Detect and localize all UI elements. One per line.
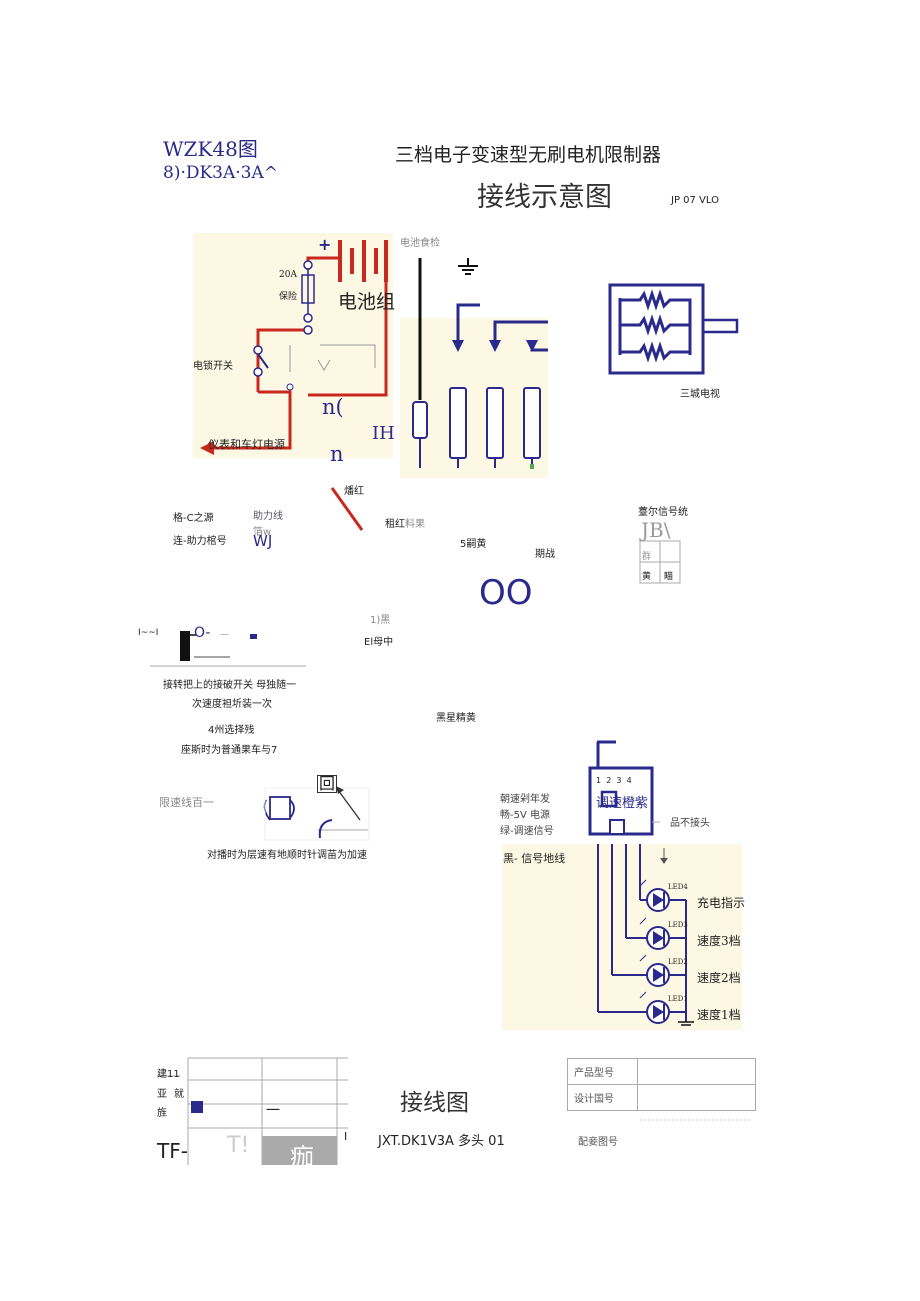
label-source: 格-C之源 (173, 513, 214, 524)
side-label-2: El母中 (364, 637, 394, 648)
product-info-table: 产品型号 设计国号 (567, 1058, 756, 1111)
title-block-left (157, 1057, 348, 1165)
partial-label-3: IH (372, 423, 395, 444)
note-limit: 限速线百一 (159, 796, 214, 809)
speed-text-3: 绿-调速信号 (500, 826, 554, 837)
pin-green (530, 464, 534, 469)
title-block-tf: TF- (157, 1139, 188, 1163)
note-3: 4州选择残 (208, 725, 255, 736)
label-foil: 箔w (253, 527, 272, 538)
hall-signal-box (639, 540, 681, 584)
title-block-row-2b: 就 (174, 1089, 184, 1100)
note-adjust: 对播时为层速有地顺时针调苗为加速 (207, 850, 367, 861)
partial-label-2: n (330, 442, 344, 466)
led2-label: 速度2档 (697, 971, 741, 985)
design-no-label: 设计国号 (567, 1084, 638, 1111)
led1-id: LED1 (668, 995, 688, 1003)
hall-cell-3: 瞄 (664, 572, 674, 582)
note-black-yellow: 黑星精黄 (436, 713, 476, 724)
battery-symbol (338, 240, 388, 282)
knob-symbol (263, 796, 295, 821)
led4-id: LED4 (668, 883, 688, 891)
hall-box-text: JB\ (641, 518, 671, 542)
product-no-label: 产品型号 (567, 1058, 638, 1085)
lock-switch (253, 345, 269, 377)
speed-text-4: 黑- 信号地线 (503, 852, 566, 865)
power-arrow (200, 441, 214, 455)
handle-dash-label: 一 (220, 631, 230, 641)
handle-o-label: O- (194, 625, 211, 641)
speed-text-1: 朝速剁年发 (500, 794, 550, 805)
fuse-label: 保险 (279, 292, 298, 302)
label-assist-signal: 连-助力棺号 (173, 536, 227, 547)
note-1: 接转把上的接破开关 母独随一 (163, 680, 297, 691)
hall-signal-label: 薹尔信号统 (638, 507, 688, 518)
led2-id: LED2 (668, 958, 688, 966)
model-line-1: WZK48图 (163, 137, 258, 161)
led-diodes (646, 888, 670, 1024)
power-label: 仪表和车灯电源 (208, 438, 285, 451)
title-block-tf4: I (344, 1130, 348, 1143)
match-no-label: 配妾图号 (578, 1137, 618, 1148)
design-no-value (637, 1084, 756, 1111)
hall-cell-1: 群 (642, 552, 652, 562)
page-subtitle: 接线示意图 (477, 182, 612, 213)
battery-group-label: 电池组 (338, 291, 396, 313)
led-ground-icon (678, 1021, 694, 1026)
note-2: 次速度袒圻装一次 (192, 699, 272, 710)
title-block-row-3: 旌 (157, 1108, 167, 1119)
fuse-node-top (303, 260, 313, 270)
drawing-code: JXT.DK1V3A 多头 01 (378, 1134, 505, 1149)
box-symbol: 回 (317, 774, 338, 793)
title-block-tf3: 痂 (290, 1143, 314, 1171)
speed-connector-label: 调速橙紫 (596, 796, 649, 811)
handle-left-label: I~~I (138, 628, 159, 638)
oo-label: OO (479, 573, 533, 613)
plus-sign: + (318, 235, 332, 254)
page-title: 三档电子变速型无刷电机限制器 (395, 144, 662, 166)
fuse-node-bottom (303, 313, 313, 323)
battery-check-label: 电池食检 (400, 238, 440, 249)
label-yellow: 5嗣黄 (460, 539, 487, 550)
plug-connectors (412, 387, 541, 459)
model-line-2: 8)·DK3A·3A^ (163, 163, 279, 183)
label-red: 租红料果 (385, 519, 425, 530)
title-block-row-2: 亚 (157, 1089, 167, 1100)
led1-label: 速度1档 (697, 1008, 741, 1022)
title-block-row-1: 建11 (157, 1069, 180, 1080)
led-panel (502, 844, 742, 1030)
led3-id: LED3 (668, 921, 688, 929)
title-block-grey (262, 1136, 337, 1165)
motor-symbol (608, 283, 739, 375)
label-wj: WJ (253, 532, 273, 550)
handle-switch-symbol (180, 631, 190, 661)
red-wire-label: 燔红 (344, 486, 364, 497)
doc-code: JP 07 VLO (671, 195, 719, 206)
speed-text-2: 畅-5V 电源 (500, 810, 550, 821)
fuse-rating-label: 20A (279, 270, 297, 280)
side-label-1: 1)黑 (370, 615, 391, 626)
drawing-title: 接线图 (400, 1090, 469, 1116)
title-block-dash: 一 (266, 1103, 280, 1119)
label-assist-wire: 助力线 (253, 511, 283, 522)
ground-icon (458, 258, 478, 275)
partial-label-1: n( (322, 395, 344, 419)
lock-switch-label: 电锁开关 (193, 361, 233, 372)
led3-label: 速度3档 (697, 934, 741, 948)
motor-label: 三城电视 (680, 389, 720, 400)
note-4: 座斯时为普通果车与7 (181, 745, 278, 756)
title-block-mark (191, 1101, 203, 1113)
label-period: 期战 (535, 549, 555, 560)
product-no-value (637, 1058, 756, 1085)
led4-label: 充电指示 (697, 896, 746, 910)
speed-pin-numbers: 1 2 3 4 (596, 776, 632, 785)
hall-cell-2: 黄 (642, 572, 652, 582)
title-block-tf2: T! (227, 1133, 250, 1158)
no-plug-label: 品不接头 (670, 818, 710, 829)
